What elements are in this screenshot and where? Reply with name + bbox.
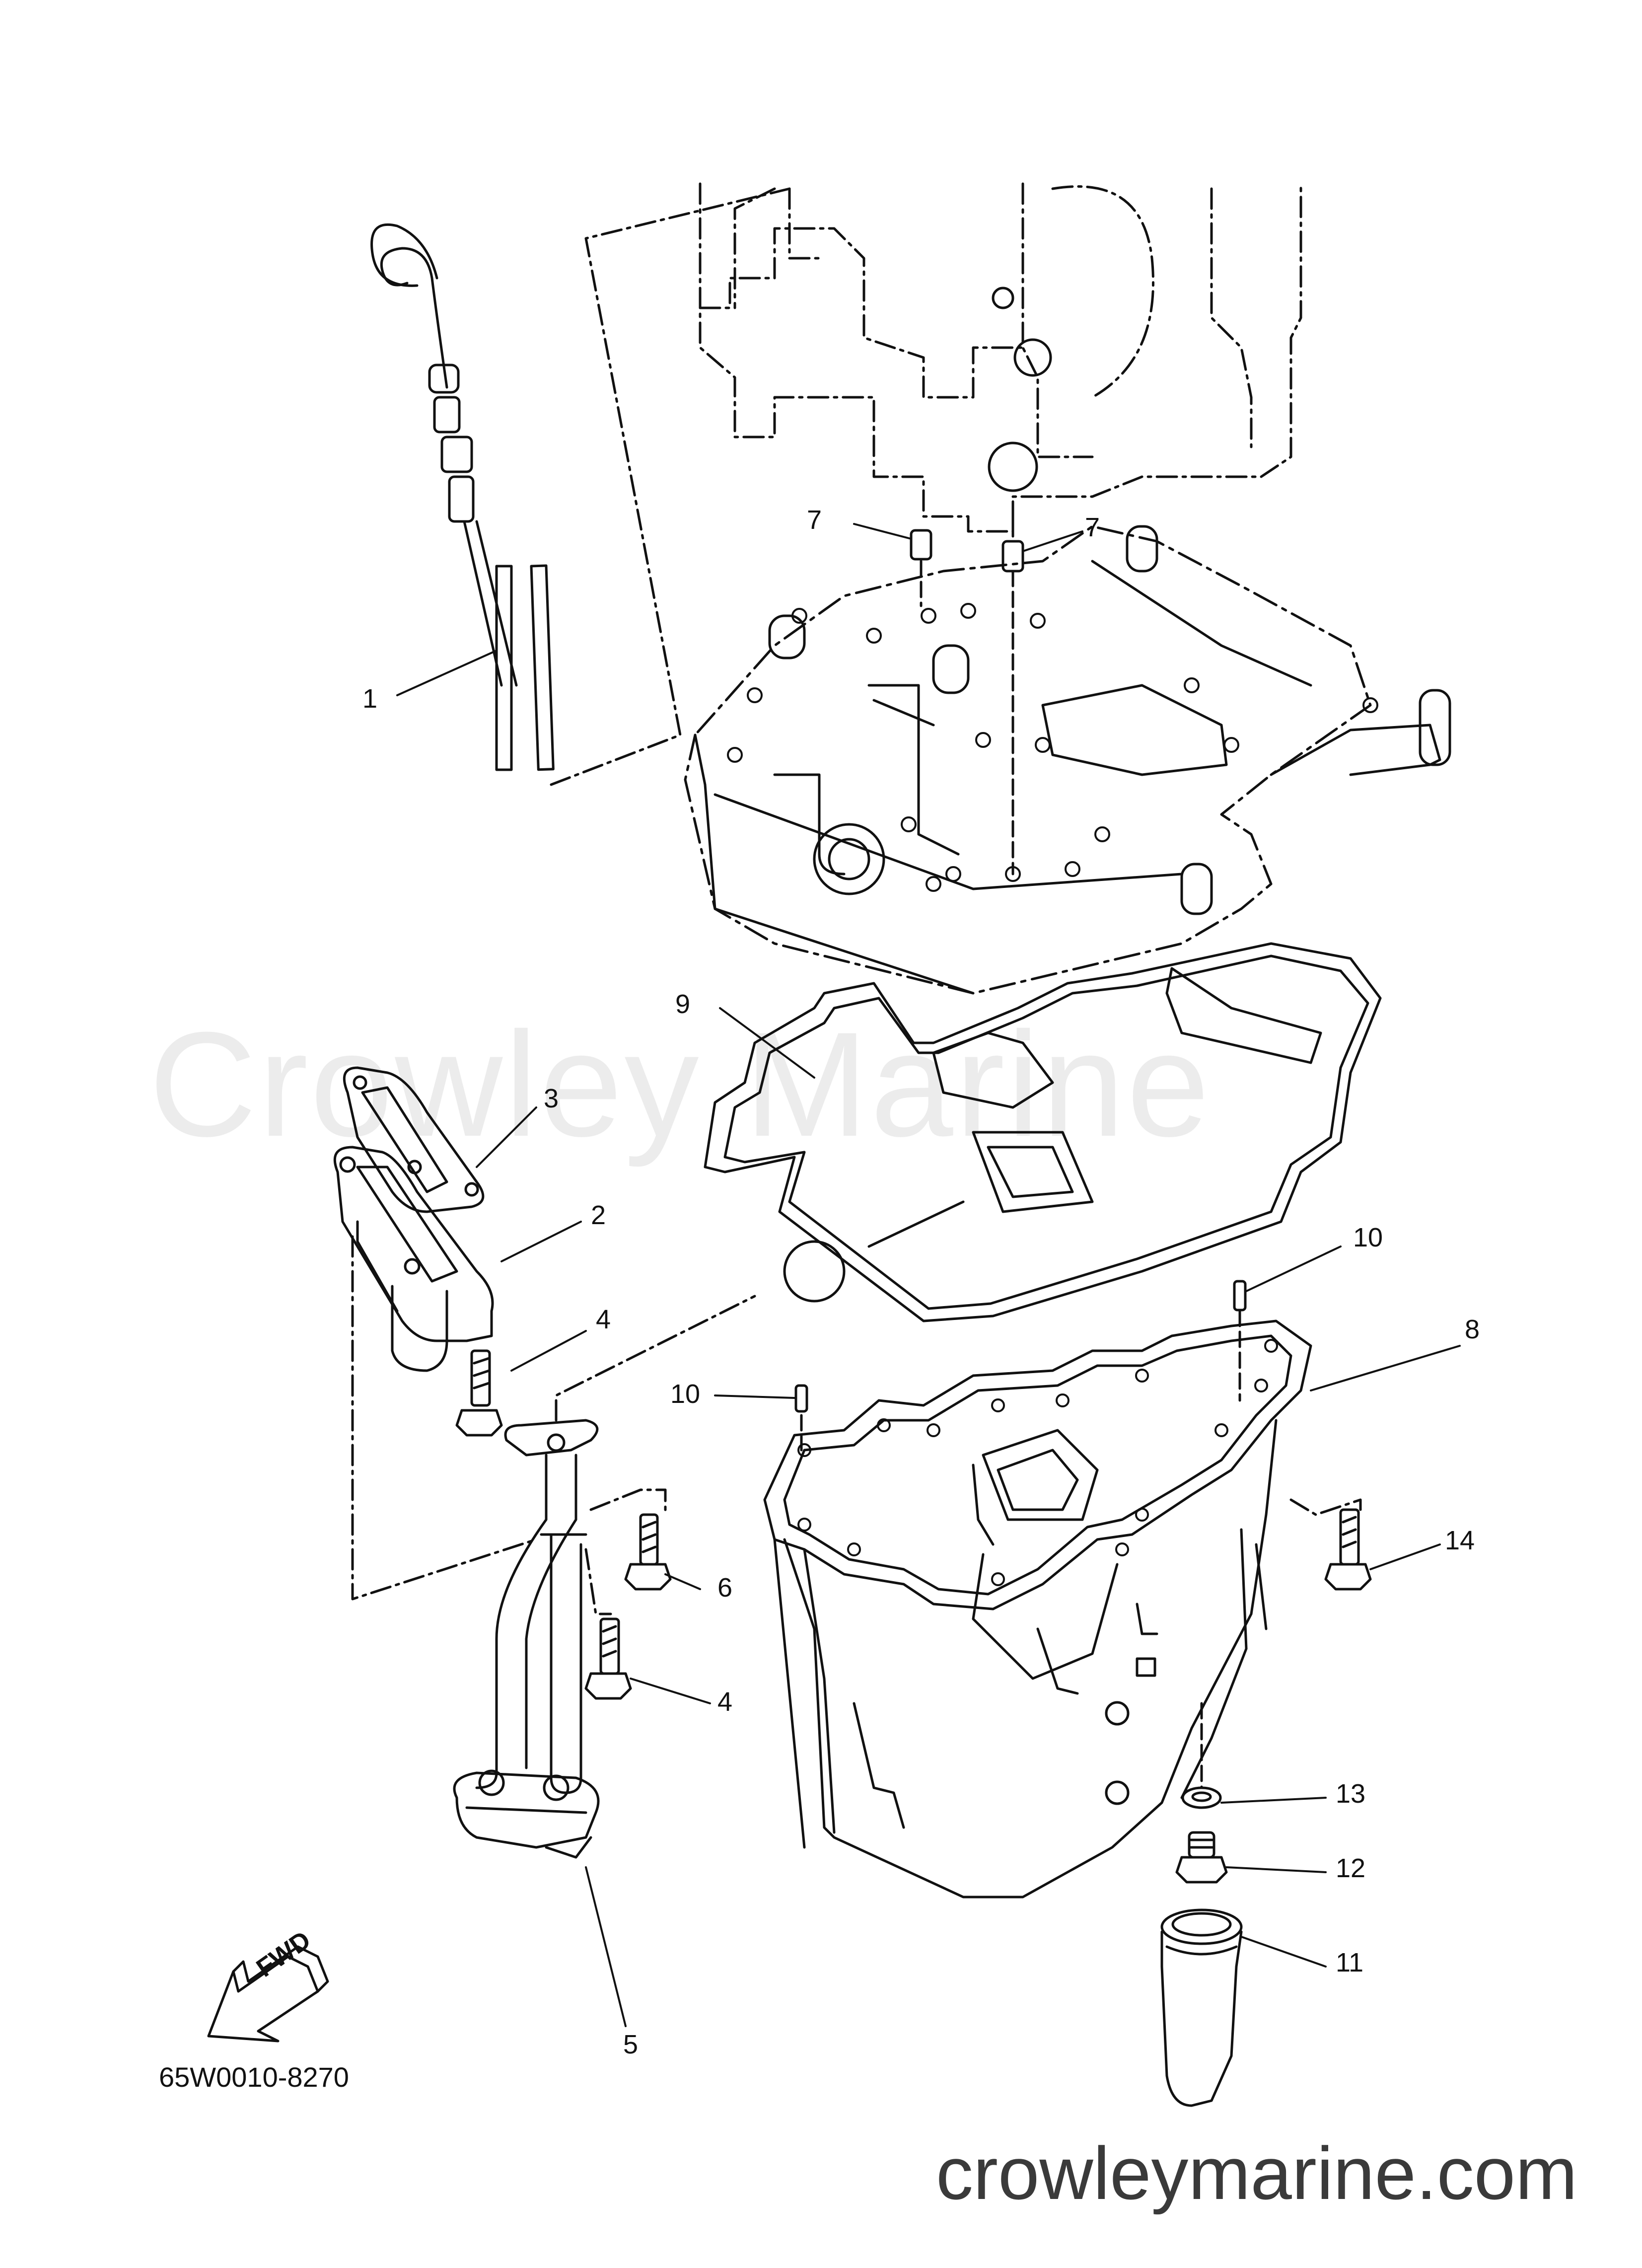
drain-hose <box>1160 1908 1243 2107</box>
bolt-14 <box>1324 1508 1372 1591</box>
dowel-pin-7b <box>1001 540 1024 573</box>
bolt-6 <box>624 1513 672 1591</box>
drain-washer <box>1181 1786 1222 1809</box>
callout-leaders <box>396 523 1461 2027</box>
dowel-pin-10-right <box>1233 1280 1247 1312</box>
drain-plug <box>1175 1831 1228 1884</box>
dowel-pin-7a <box>910 529 932 561</box>
oil-pan <box>763 1319 1312 1899</box>
strainer-housing <box>333 1146 494 1372</box>
bolt-4-upper <box>455 1349 503 1437</box>
plate-bolt-holes <box>727 603 1378 892</box>
callout-2: 2 <box>591 1200 606 1230</box>
oil-strainer <box>453 1419 600 1859</box>
callout-10-left: 10 <box>670 1379 701 1409</box>
strainer-gasket <box>343 1066 485 1213</box>
gasket-leader <box>867 1200 965 1248</box>
footer-url[interactable]: crowleymarine.com <box>936 2131 1577 2215</box>
callout-12: 12 <box>1336 1853 1366 1883</box>
engine-port-1 <box>988 441 1038 492</box>
diagram-code: 65W0010-8270 <box>159 2061 349 2093</box>
callout-13: 13 <box>1336 1779 1366 1809</box>
dipstick-guide-line <box>550 187 791 786</box>
callout-8: 8 <box>1465 1315 1480 1344</box>
callout-14: 14 <box>1445 1526 1475 1555</box>
dipstick <box>370 223 555 771</box>
callout-4-lower: 4 <box>717 1687 733 1717</box>
callout-4-upper: 4 <box>596 1305 611 1334</box>
oil-pan-gasket <box>704 942 1382 1322</box>
callout-11: 11 <box>1336 1948 1364 1977</box>
fwd-arrow-icon <box>207 1945 329 2043</box>
bolt-4-lower <box>584 1617 632 1700</box>
callout-6: 6 <box>717 1573 733 1603</box>
engine-port-2 <box>1013 338 1052 377</box>
callout-1: 1 <box>362 684 378 714</box>
callout-10-right: 10 <box>1353 1223 1383 1252</box>
watermark-text: Crowley Marine <box>149 1001 1212 1168</box>
callout-7-left: 7 <box>807 505 822 535</box>
engine-block-outline <box>699 182 1302 533</box>
callout-9: 9 <box>675 989 691 1019</box>
exhaust-guide-plate <box>684 525 1372 995</box>
callout-7-right: 7 <box>1085 512 1100 542</box>
callout-5: 5 <box>623 2030 639 2059</box>
oil-pan-bolt-holes <box>797 1339 1278 1586</box>
callout-3: 3 <box>544 1084 559 1113</box>
engine-port-3 <box>992 287 1014 309</box>
dowel-pin-10-left <box>794 1384 808 1413</box>
